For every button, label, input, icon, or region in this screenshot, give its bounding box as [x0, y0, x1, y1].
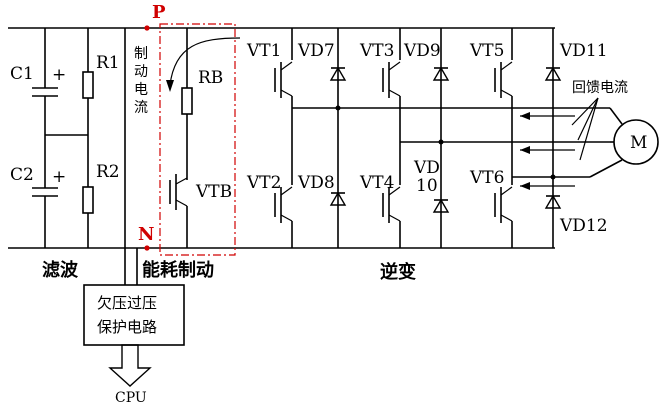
- resistor-r2: [82, 135, 94, 248]
- label-vtb: VTB: [195, 182, 232, 202]
- cpu-arrow: [108, 344, 152, 387]
- protection-line-2: 保护电路: [97, 318, 157, 336]
- brake-current-char-3: 电: [134, 82, 148, 98]
- node-n-label: N: [138, 224, 154, 245]
- brake-current-char-2: 动: [134, 64, 148, 80]
- node-n-dot: [144, 245, 150, 251]
- label-vt3: VT3: [359, 41, 394, 61]
- transistor-vtb: [169, 174, 188, 248]
- label-vd7: VD7: [297, 41, 335, 61]
- brake-current-arrow: [166, 37, 241, 92]
- label-vt4: VT4: [359, 173, 394, 193]
- label-r2: R2: [96, 162, 120, 182]
- node-p-label: P: [152, 2, 166, 23]
- capacitor-c2: [32, 135, 58, 248]
- label-vt6: VT6: [469, 168, 504, 188]
- plus-c1: +: [52, 65, 66, 85]
- braking-dashed-box: [159, 23, 236, 256]
- diode-vd11-vd12: [544, 28, 562, 248]
- section-inverter: 逆变: [380, 261, 416, 283]
- resistor-rb: [181, 28, 193, 180]
- section-filter: 滤波: [42, 259, 79, 281]
- section-braking: 能耗制动: [142, 259, 214, 281]
- label-rb: RB: [198, 68, 223, 88]
- label-vd10-line1: VD: [413, 158, 440, 178]
- motor: [589, 107, 659, 178]
- label-r1: R1: [96, 53, 120, 73]
- label-vd12: VD12: [559, 216, 608, 236]
- label-vd11: VD11: [559, 41, 608, 61]
- brake-current-char-1: 制: [134, 46, 148, 62]
- inverter-leg-1: [274, 28, 293, 248]
- cpu-label: CPU: [115, 390, 147, 406]
- brake-current-char-4: 流: [134, 100, 148, 116]
- inverter-leg-2: [382, 28, 401, 248]
- feedback-current-arrows: [520, 97, 599, 190]
- diode-vd9-vd10: [432, 28, 450, 248]
- label-vt1: VT1: [246, 41, 281, 61]
- protection-line-1: 欠压过压: [97, 294, 157, 312]
- capacitor-c1: [32, 28, 58, 135]
- filter-rail: [124, 28, 138, 285]
- label-motor: M: [630, 133, 647, 153]
- diode-vd7-vd8: [329, 28, 347, 248]
- label-vd8: VD8: [297, 173, 335, 193]
- inverter-leg-3: [494, 28, 513, 248]
- label-c1: C1: [10, 64, 34, 84]
- label-vd10-line2: 10: [416, 176, 438, 196]
- label-c2: C2: [10, 165, 34, 185]
- feedback-current-label: 回馈电流: [572, 80, 628, 96]
- node-p-dot: [144, 25, 150, 31]
- plus-c2: +: [52, 167, 66, 187]
- label-vd9: VD9: [403, 41, 441, 61]
- label-vt5: VT5: [469, 41, 504, 61]
- resistor-r1: [82, 28, 94, 135]
- label-vt2: VT2: [246, 173, 281, 193]
